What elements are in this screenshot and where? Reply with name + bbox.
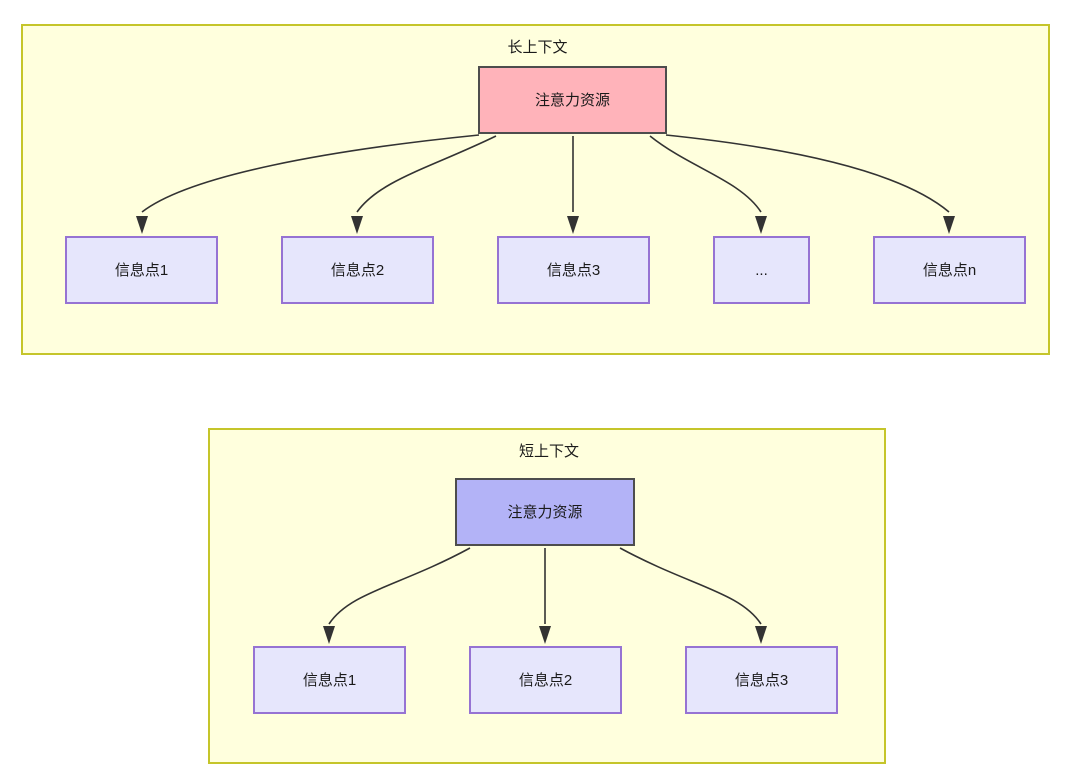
long-info-node-n[interactable]: 信息点n — [873, 236, 1026, 304]
long-attention-resource-node[interactable]: 注意力资源 — [478, 66, 667, 134]
short-info-node-1[interactable]: 信息点1 — [253, 646, 406, 714]
short-info-node-2[interactable]: 信息点2 — [469, 646, 622, 714]
long-info-node-2[interactable]: 信息点2 — [281, 236, 434, 304]
long-info-node-3[interactable]: 信息点3 — [497, 236, 650, 304]
long-info-node-1[interactable]: 信息点1 — [65, 236, 218, 304]
long-context-title: 长上下文 — [507, 39, 568, 56]
short-info-node-3[interactable]: 信息点3 — [685, 646, 838, 714]
long-info-node-ellipsis[interactable]: ... — [713, 236, 810, 304]
short-attention-resource-node[interactable]: 注意力资源 — [455, 478, 635, 546]
short-context-title: 短上下文 — [518, 443, 579, 460]
